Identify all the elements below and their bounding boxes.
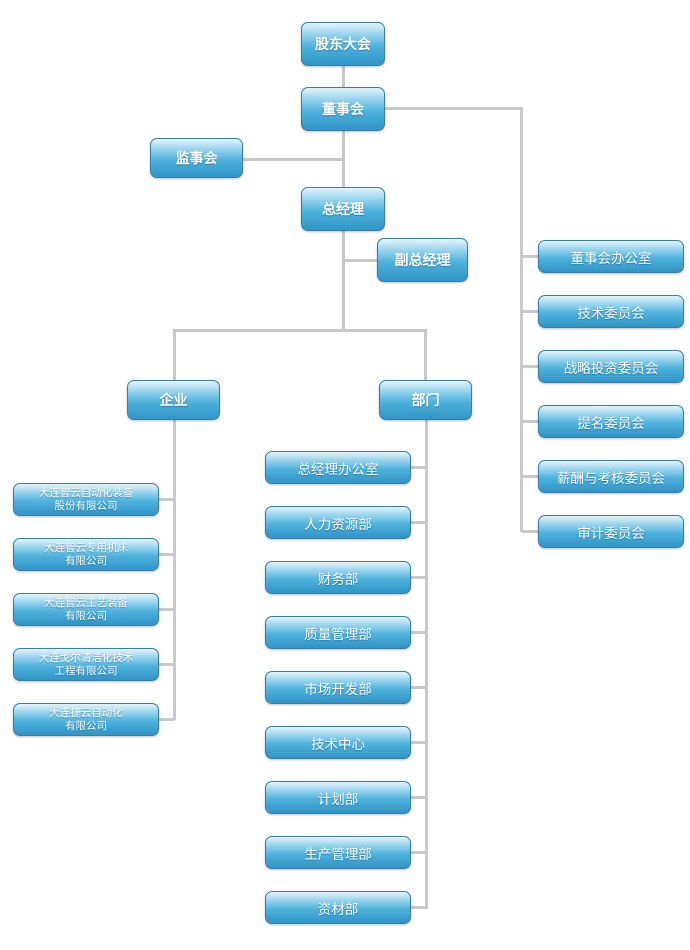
- box-label-line: 有限公司: [65, 609, 107, 622]
- committee-box: 薪酬与考核委员会: [538, 460, 684, 493]
- department-box: 生产管理部: [265, 836, 411, 869]
- enterprise-drop-line: [173, 329, 176, 381]
- company-box: 大连戈尔清洁化技术工程有限公司: [13, 648, 159, 681]
- department-branch-line: [411, 796, 427, 799]
- box-label-line: 工程有限公司: [54, 664, 118, 677]
- company-trunk-line: [173, 420, 176, 720]
- committee-box: 战略投资委员会: [538, 350, 684, 383]
- board-box: 董事会: [301, 87, 385, 131]
- department-box: 财务部: [265, 561, 411, 594]
- department-box: 技术中心: [265, 726, 411, 759]
- committee-branch-line: [522, 530, 538, 533]
- company-branch-line: [159, 553, 175, 556]
- company-branch-line: [159, 608, 175, 611]
- department-branch-line: [411, 851, 427, 854]
- department-box: 市场开发部: [265, 671, 411, 704]
- enterprises-box: 企业: [127, 380, 220, 420]
- department-box: 质量管理部: [265, 616, 411, 649]
- committee-branch-line: [522, 420, 538, 423]
- deputy-line: [343, 259, 378, 262]
- supervisors-box: 监事会: [150, 138, 243, 178]
- department-branch-line: [411, 631, 427, 634]
- department-branch-line: [411, 576, 427, 579]
- company-box: 大连捷云自动化有限公司: [13, 703, 159, 736]
- department-branch-line: [411, 521, 427, 524]
- gm-box: 总经理: [301, 187, 385, 231]
- box-label-line: 大连智云自动化装备: [38, 486, 134, 499]
- department-branch-line: [411, 686, 427, 689]
- box-label-line: 大连智云专用机床: [44, 541, 128, 554]
- company-branch-line: [159, 663, 175, 666]
- company-box: 大连智云专用机床有限公司: [13, 538, 159, 571]
- department-branch-line: [411, 741, 427, 744]
- board-branch-line: [385, 107, 523, 110]
- departments-box: 部门: [379, 380, 472, 420]
- company-branch-line: [159, 498, 175, 501]
- company-box: 大连智云自动化装备股份有限公司: [13, 483, 159, 516]
- dept-trunk-line: [425, 420, 428, 909]
- box-label-line: 大连捷云自动化: [49, 706, 123, 719]
- box-label-line: 大连智云工艺装备: [44, 596, 128, 609]
- committee-branch-line: [522, 475, 538, 478]
- deputy-gm-box: 副总经理: [377, 238, 468, 282]
- committee-branch-line: [522, 310, 538, 313]
- company-box: 大连智云工艺装备有限公司: [13, 593, 159, 626]
- committee-box: 技术委员会: [538, 295, 684, 328]
- committee-branch-line: [522, 365, 538, 368]
- department-box: 人力资源部: [265, 506, 411, 539]
- box-label-line: 有限公司: [65, 719, 107, 732]
- committee-box: 提名委员会: [538, 405, 684, 438]
- department-box: 计划部: [265, 781, 411, 814]
- committee-box: 董事会办公室: [538, 240, 684, 273]
- shareholders-box: 股东大会: [301, 22, 385, 66]
- box-label-line: 有限公司: [65, 554, 107, 567]
- split-line: [173, 329, 427, 332]
- supervisor-line: [243, 158, 343, 161]
- box-label-line: 大连戈尔清洁化技术: [38, 651, 134, 664]
- company-branch-line: [159, 718, 175, 721]
- committee-box: 审计委员会: [538, 515, 684, 548]
- department-branch-line: [411, 466, 427, 469]
- committee-branch-line: [522, 255, 538, 258]
- department-box: 资材部: [265, 891, 411, 924]
- department-drop-line: [424, 329, 427, 381]
- box-label-line: 股份有限公司: [54, 499, 118, 512]
- department-branch-line: [411, 906, 427, 909]
- committee-trunk-line: [520, 107, 523, 532]
- department-box: 总经理办公室: [265, 451, 411, 484]
